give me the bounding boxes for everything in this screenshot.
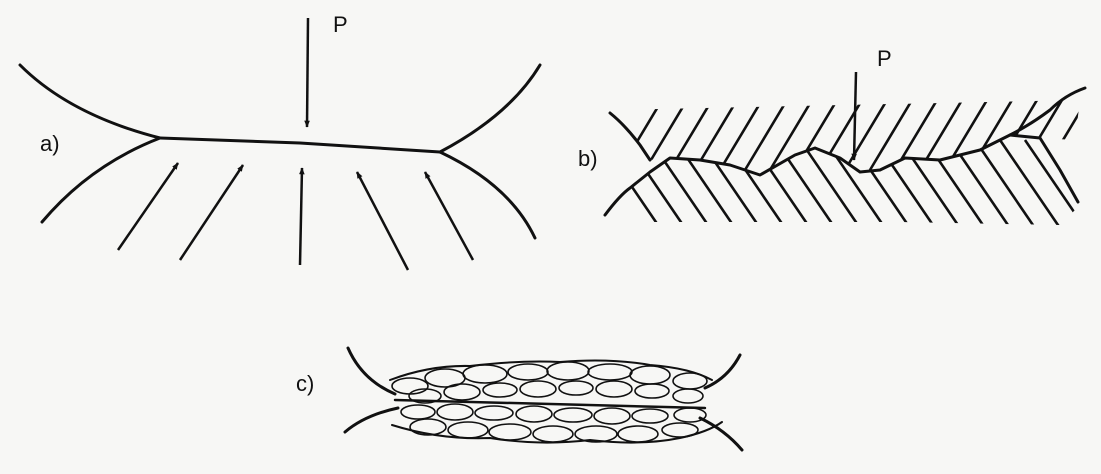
upper-left-curve bbox=[20, 65, 160, 138]
upper-right-boundary bbox=[1010, 88, 1085, 135]
panel-b bbox=[600, 72, 1090, 228]
neck-line bbox=[160, 138, 440, 152]
flow-arrow-4 bbox=[357, 172, 408, 270]
flow-arrow-2 bbox=[180, 165, 243, 260]
flow-arrow-5 bbox=[425, 172, 473, 260]
panel-a bbox=[20, 65, 540, 238]
label-b: b) bbox=[578, 148, 598, 170]
load-arrow-p bbox=[307, 18, 308, 127]
lower-left-curve bbox=[42, 138, 160, 222]
label-c: c) bbox=[296, 373, 314, 395]
load-label-p-b: P bbox=[877, 48, 892, 70]
load-label-p-a: P bbox=[333, 14, 348, 36]
panel-c bbox=[345, 348, 742, 450]
flow-arrow-1 bbox=[118, 163, 178, 250]
upper-right-curve bbox=[440, 65, 540, 152]
lower-hatching bbox=[600, 140, 1085, 228]
lower-left-boundary-c bbox=[345, 408, 398, 432]
upper-right-boundary-c bbox=[705, 355, 740, 388]
upper-boundary bbox=[610, 113, 650, 160]
flow-arrow-3 bbox=[300, 168, 302, 265]
upper-left-boundary-c bbox=[348, 348, 395, 394]
load-arrow-p-b bbox=[854, 72, 856, 160]
label-a: a) bbox=[40, 133, 60, 155]
